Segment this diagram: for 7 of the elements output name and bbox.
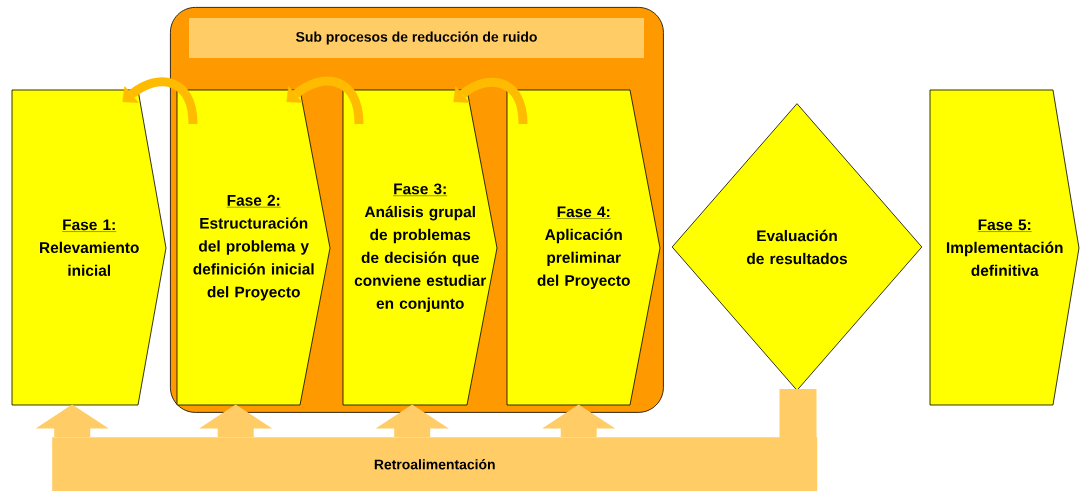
curved-arrow — [122, 77, 198, 125]
feedback-band: Retroalimentación — [52, 437, 818, 491]
phase-arrow-box: Fase 5: Implementación definitiva — [929, 89, 1080, 406]
feedback-connector — [779, 388, 817, 438]
phase-arrow-box: Fase 1: Relevamiento inicial — [11, 89, 167, 406]
curved-arrow — [286, 76, 364, 125]
curved-arrow — [453, 77, 528, 125]
